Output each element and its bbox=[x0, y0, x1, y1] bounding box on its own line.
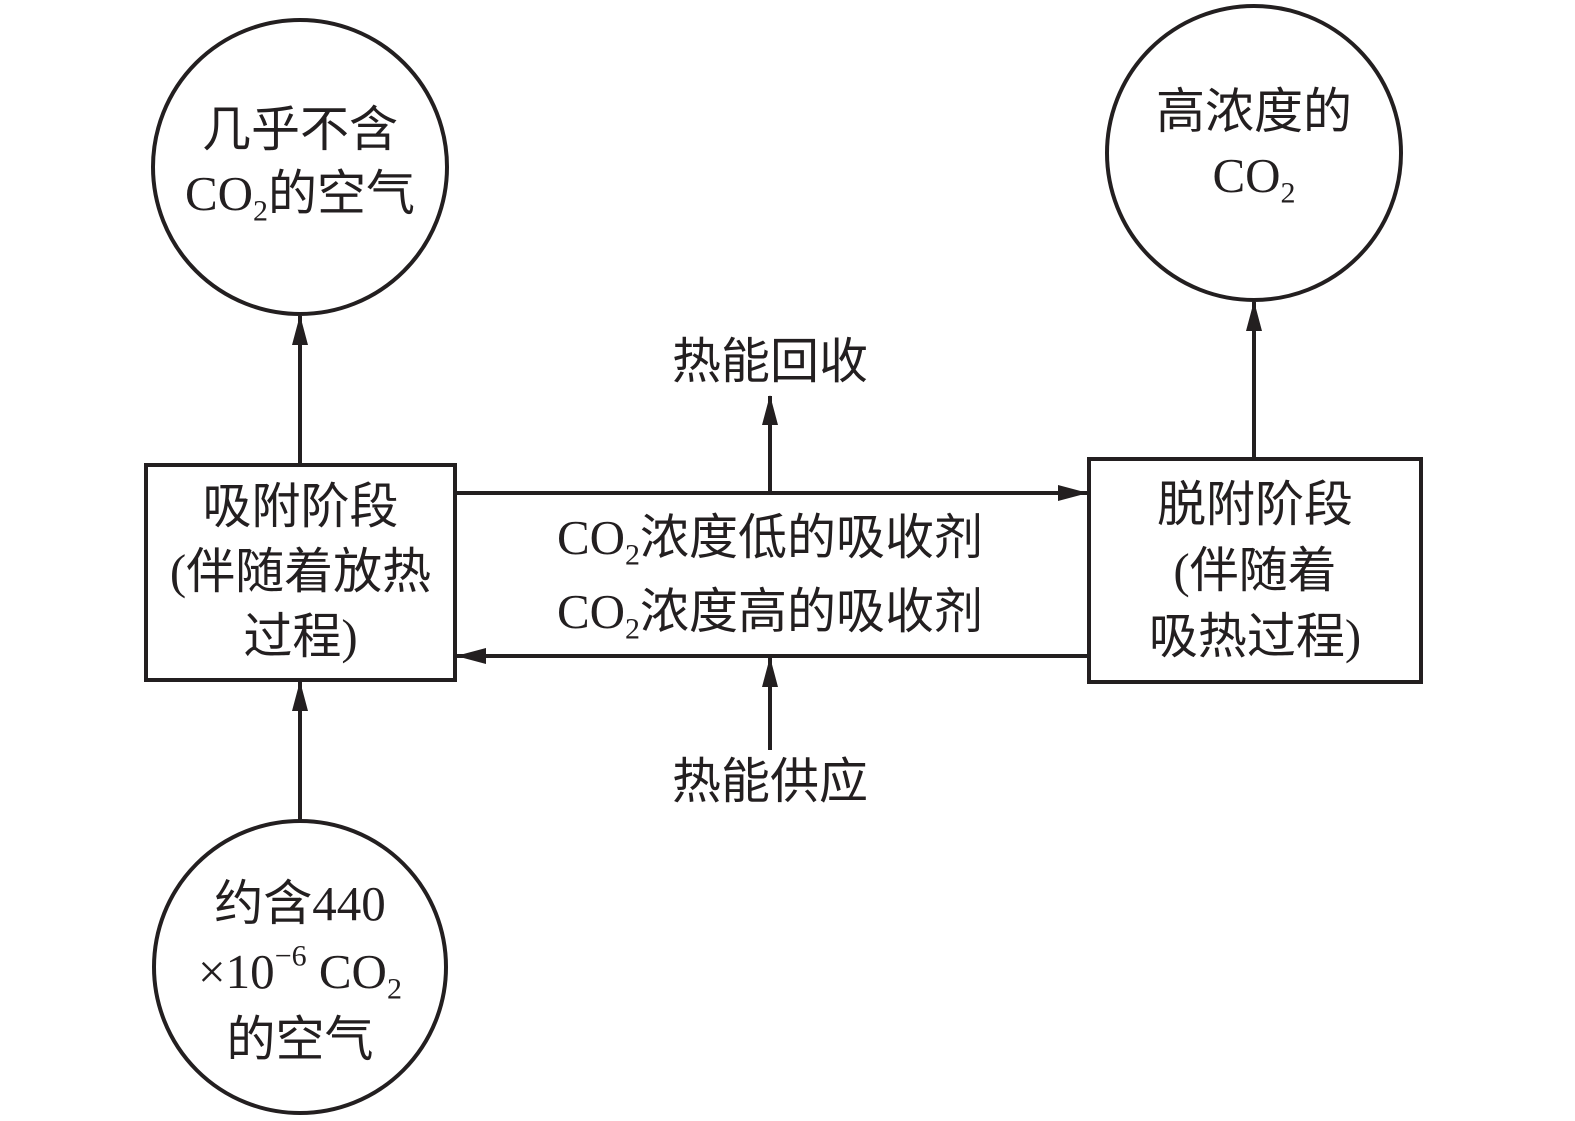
adsorption-stage-label: 吸附阶段 (伴随着放热 过程) bbox=[146, 474, 455, 669]
adsorption-stage-box bbox=[144, 463, 457, 682]
output-air-label: 几乎不含 CO2的空气 bbox=[160, 98, 440, 226]
adsorption-line-1: 吸附阶段 bbox=[202, 479, 399, 534]
co2-formula: CO bbox=[184, 166, 254, 221]
desorption-line-3: 吸热过程) bbox=[1148, 609, 1362, 664]
output-co2-line-1: 高浓度的 bbox=[1155, 84, 1352, 139]
input-air-label: 约含440 ×10−6 CO2 的空气 bbox=[160, 870, 440, 1074]
adsorption-line-3: 过程) bbox=[243, 609, 358, 664]
desorption-stage-label: 脱附阶段 (伴随着 吸热过程) bbox=[1089, 472, 1421, 670]
subscript: 2 bbox=[386, 972, 402, 1006]
low-absorbent-text: 浓度低的吸收剂 bbox=[640, 510, 984, 565]
input-air-line-1: 约含440 bbox=[214, 876, 386, 931]
co2-formula: CO bbox=[556, 510, 626, 565]
desorption-line-1: 脱附阶段 bbox=[1156, 477, 1353, 532]
input-air-line-3: 的空气 bbox=[226, 1012, 374, 1067]
exponent: −6 bbox=[274, 939, 307, 973]
output-air-line-2: CO2的空气 bbox=[160, 162, 440, 226]
subscript: 2 bbox=[625, 612, 641, 646]
adsorption-line-2: (伴随着放热 bbox=[169, 544, 432, 599]
desorption-line-2: (伴随着 bbox=[1173, 543, 1337, 598]
output-co2-label: 高浓度的 CO2 bbox=[1114, 80, 1394, 208]
co2-formula: CO bbox=[1212, 148, 1281, 203]
high-absorbent-text: 浓度高的吸收剂 bbox=[640, 584, 984, 639]
co2-formula: CO bbox=[306, 944, 387, 999]
desorption-stage-box bbox=[1087, 457, 1423, 684]
subscript: 2 bbox=[1280, 176, 1296, 210]
output-air-line-1: 几乎不含 bbox=[201, 102, 398, 157]
low-absorbent-label: CO2浓度低的吸收剂 bbox=[470, 506, 1070, 570]
subscript: 2 bbox=[625, 538, 641, 572]
heat-supply-label: 热能供应 bbox=[671, 754, 868, 809]
output-co2-line-2: CO2 bbox=[1114, 144, 1394, 208]
input-air-line-2: ×10−6 CO2 bbox=[160, 938, 440, 1006]
output-co2-circle bbox=[1105, 4, 1403, 302]
high-absorbent-label: CO2浓度高的吸收剂 bbox=[470, 580, 1070, 644]
subscript: 2 bbox=[253, 194, 269, 228]
co2-formula: CO bbox=[556, 584, 626, 639]
heat-recovery-label: 热能回收 bbox=[671, 334, 868, 389]
output-air-text: 的空气 bbox=[268, 166, 416, 221]
output-air-circle bbox=[151, 18, 449, 316]
times-ten: ×10 bbox=[198, 944, 275, 999]
